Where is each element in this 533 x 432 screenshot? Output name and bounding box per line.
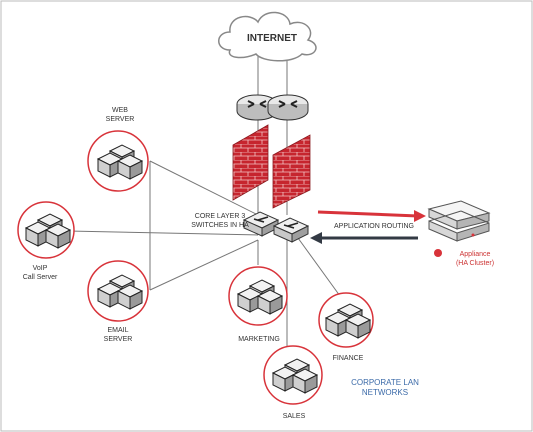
marketing-label: MARKETING (238, 336, 280, 343)
server-icon (228, 266, 288, 326)
email-server-label: EMAIL SERVER (103, 327, 133, 343)
server-icon (17, 201, 75, 259)
app-routing-arrows (310, 210, 426, 244)
switch-icon (273, 217, 309, 243)
appliance-label: Appliance (HA Cluster) (455, 251, 495, 267)
server-icon (263, 345, 323, 405)
server-icon (318, 292, 374, 348)
appliance-icon (427, 200, 491, 242)
firewall-icon (232, 124, 311, 209)
finance-label: FINANCE (332, 355, 364, 362)
internet-label: INTERNET (247, 33, 297, 44)
sales-label: SALES (282, 413, 306, 420)
corporate-lan-label: CORPORATE LAN NETWORKS (351, 378, 419, 397)
cloud-icon (218, 11, 317, 62)
voip-server-label: VoIP Call Server (22, 265, 58, 281)
router-icon (267, 94, 309, 121)
web-server-label: WEB SERVER (105, 107, 135, 123)
appliance-badge-icon (434, 249, 442, 257)
server-icon (87, 130, 149, 192)
app-routing-label: APPLICATION ROUTING (334, 223, 414, 230)
core-switches-label: CORE LAYER 3 SWITCHES IN HA (191, 213, 249, 229)
server-icon (87, 260, 149, 322)
